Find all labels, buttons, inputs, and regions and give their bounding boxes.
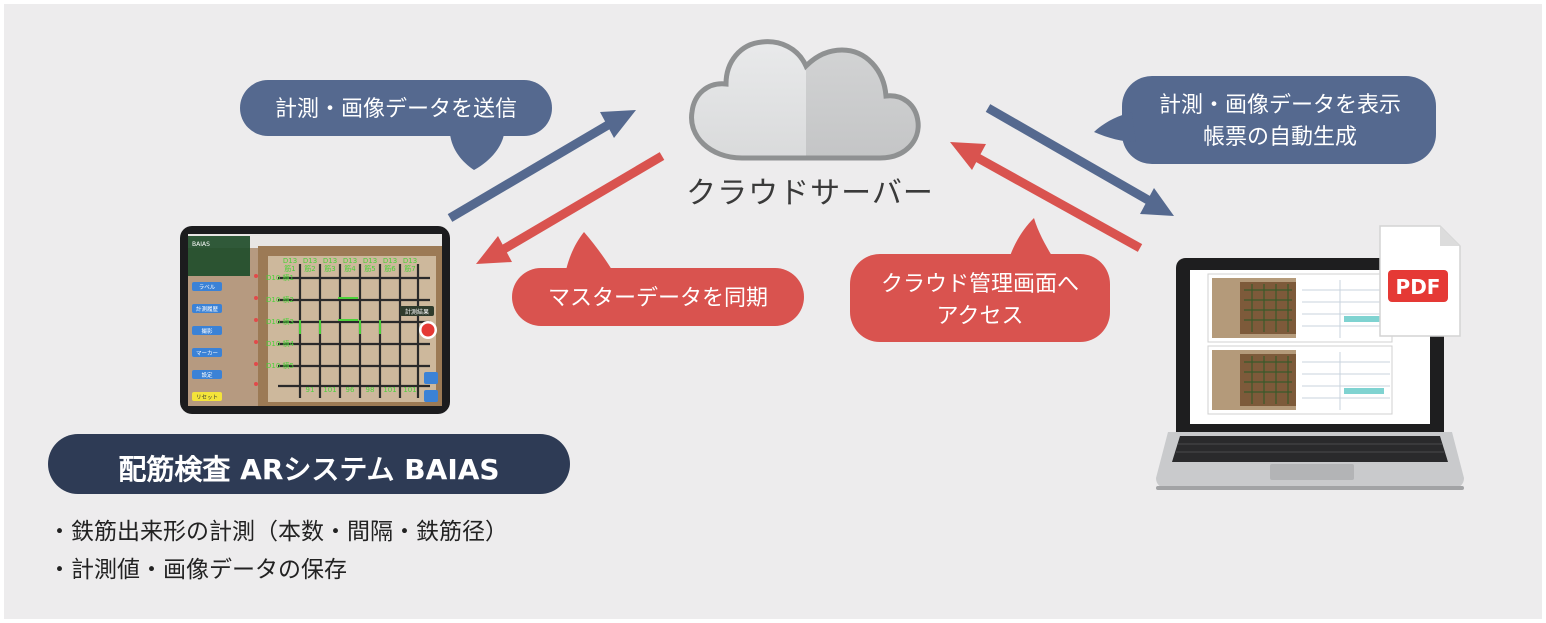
tablet-left-label: D10 横3 — [266, 317, 294, 326]
tablet-side-button[interactable] — [192, 326, 222, 335]
arrow-access-to-cloud — [950, 142, 1143, 252]
tablet-top-label: 筋6 — [384, 264, 396, 273]
tablet-side-button[interactable] — [192, 282, 222, 291]
tablet-top-label: 筋4 — [344, 264, 356, 273]
tablet-left-label: D10 横5 — [266, 361, 294, 370]
tablet-top-label: 筋2 — [304, 264, 315, 273]
record-label: 計測結果 — [405, 308, 429, 316]
pdf-icon: PDF — [1379, 225, 1461, 337]
bubble-display: 計測・画像データを表示 帳票の自動生成 — [1094, 76, 1436, 164]
tablet-side-button[interactable] — [192, 348, 222, 357]
tablet-bottom-labels: 91 101 96 98 101 101 — [306, 386, 417, 394]
tablet-side-button-label: リセット — [196, 394, 218, 401]
tablet-top-label: D13 — [343, 257, 357, 265]
feature-item: ・計測値・画像データの保存 — [48, 557, 347, 583]
arrow-display-to-laptop — [985, 104, 1174, 216]
bubble-sync-text: マスターデータを同期 — [548, 286, 768, 311]
tablet-left-label: D10 横2 — [266, 295, 294, 304]
pdf-icon-label: PDF — [1396, 275, 1441, 299]
tablet-side-button[interactable] — [192, 370, 222, 379]
tablet-top-label: 筋1 — [284, 264, 295, 273]
tablet-top-label: 筋7 — [404, 264, 415, 273]
bubble-sync: マスターデータを同期 — [512, 232, 804, 326]
tablet-left-label: D10 横4 — [266, 339, 295, 348]
cloud-icon — [689, 39, 921, 161]
tablet-top-label: D13 — [303, 257, 317, 265]
tablet-bottom-label: 91 — [306, 386, 315, 394]
tablet-top-label: D13 — [283, 257, 297, 265]
arrow-send-to-cloud — [447, 110, 636, 222]
bubble-access: クラウド管理画面へ アクセス — [850, 218, 1110, 342]
tablet-side-button-label: ラベル — [199, 284, 216, 291]
bubble-send: 計測・画像データを送信 — [240, 80, 552, 170]
tablet-bottom-label: 96 — [346, 386, 355, 394]
tablet-side-button-label: マーカー — [196, 350, 218, 357]
arrow-sync-to-tablet — [476, 152, 665, 264]
rebar-grid — [278, 264, 430, 398]
tablet-bottom-label: 98 — [366, 386, 375, 394]
bubble-access-text-1: クラウド管理画面へ — [881, 272, 1079, 297]
tablet-side-button-label: 撮影 — [201, 327, 213, 335]
tablet-bottom-label: 101 — [383, 386, 396, 394]
bubble-display-text-1: 計測・画像データを表示 — [1159, 93, 1401, 118]
tablet-top-label: D13 — [383, 257, 397, 265]
tablet-top-label: 筋3 — [324, 264, 335, 273]
tablet-side-button[interactable] — [192, 392, 222, 401]
tablet-device: BAIAS D13筋1D13筋2D13筋3D13筋4D13筋5D13筋6D13筋… — [180, 226, 450, 414]
measure-markers — [299, 297, 381, 334]
tablet-top-label: D13 — [403, 257, 417, 265]
feature-item: ・鉄筋出来形の計測（本数・間隔・鉄筋径） — [48, 519, 508, 545]
cloud-server-label: クラウドサーバー — [686, 176, 934, 211]
tablet-left-label: D10 横1 — [266, 273, 294, 282]
tablet-top-label: D13 — [363, 257, 377, 265]
tablet-screen: BAIAS D13筋1D13筋2D13筋3D13筋4D13筋5D13筋6D13筋… — [188, 234, 442, 406]
tablet-left-labels: D10 横1 D10 横2 D10 横3 D10 横4 D10 横5 — [266, 273, 295, 370]
tablet-bottom-label: 101 — [403, 386, 416, 394]
system-title-pill — [48, 434, 570, 494]
bubble-display-text-2: 帳票の自動生成 — [1203, 125, 1357, 150]
tablet-top-label: D13 — [323, 257, 337, 265]
laptop-screen — [1190, 270, 1400, 420]
tablet-side-button[interactable] — [192, 304, 222, 313]
laptop-device — [1156, 258, 1464, 490]
marker-dots — [254, 274, 258, 386]
system-title: 配筋検査 ARシステム BAIAS — [118, 453, 500, 486]
tablet-side-button-label: 設定 — [201, 371, 213, 379]
tablet-bottom-label: 101 — [323, 386, 336, 394]
tablet-header-label: BAIAS — [192, 241, 210, 248]
tablet-top-label: 筋5 — [364, 264, 375, 273]
bubble-access-text-2: アクセス — [937, 304, 1024, 329]
tablet-side-button-label: 計測履歴 — [196, 305, 219, 313]
record-button[interactable] — [421, 323, 435, 337]
bubble-send-text: 計測・画像データを送信 — [275, 97, 517, 122]
